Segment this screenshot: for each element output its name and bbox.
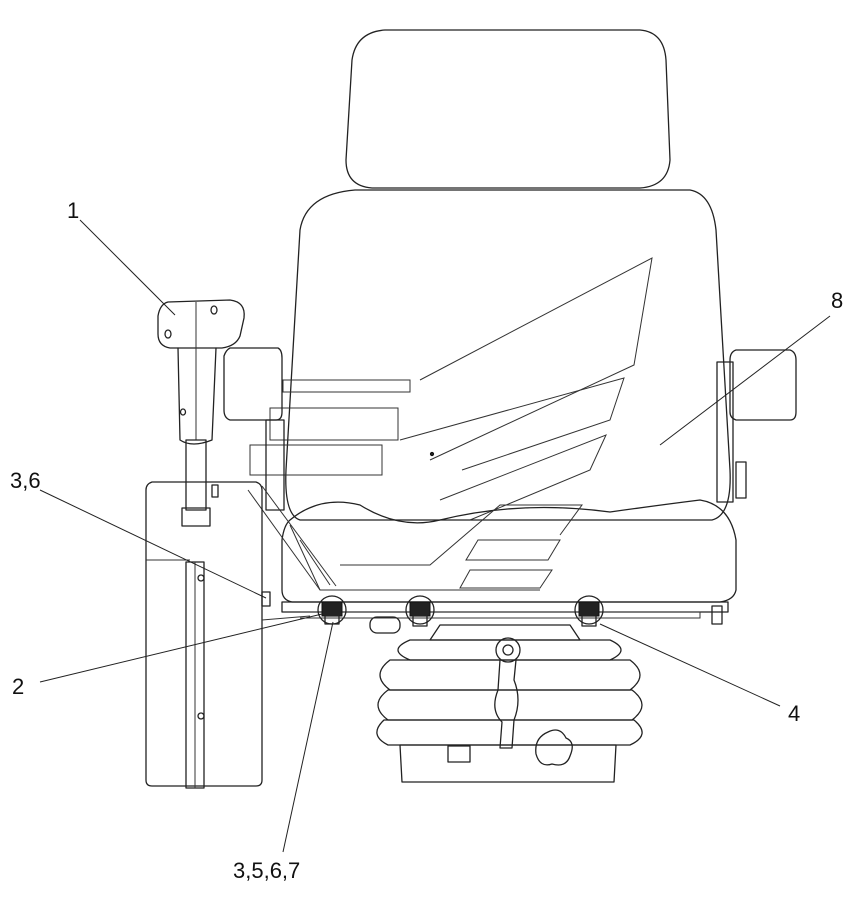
mount-knob-center [405, 595, 435, 627]
callout-1: 1 [67, 198, 80, 223]
callout-2: 2 [12, 674, 25, 699]
callout-8: 8 [831, 288, 844, 313]
leader-3-6 [39, 489, 267, 599]
left-armrest [223, 347, 285, 511]
console-box [145, 481, 311, 789]
leader-1 [79, 219, 176, 316]
suspension-bellows [376, 624, 643, 783]
callout-3-6: 3,6 [10, 468, 41, 493]
seat-cushion [247, 485, 737, 603]
leader-3-5-6-7 [282, 621, 334, 853]
gear-lever [157, 299, 245, 527]
callout-4: 4 [788, 701, 801, 726]
leader-8 [659, 315, 831, 446]
height-adjust-handle [494, 637, 521, 749]
callout-3-5-6-7: 3,5,6,7 [233, 858, 301, 883]
leader-2 [39, 613, 323, 683]
leader-lines [39, 219, 831, 853]
backrest [249, 189, 731, 521]
mount-knob-right [574, 595, 604, 627]
right-armrest [716, 349, 797, 503]
leader-4 [599, 623, 781, 707]
seat-rail [281, 601, 729, 634]
mount-knob-left [317, 595, 347, 625]
headrest [345, 29, 671, 189]
